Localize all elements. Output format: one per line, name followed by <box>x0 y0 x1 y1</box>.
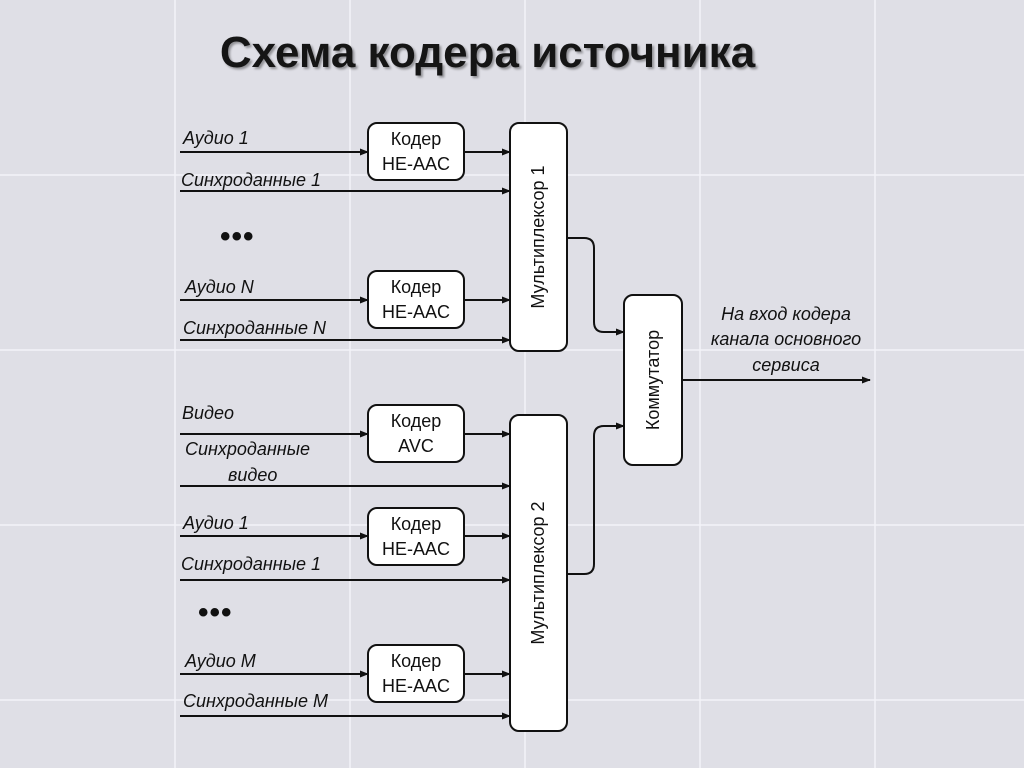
encoder-avc-line1: Кодер <box>391 411 442 431</box>
encoder-aac-n-line2: HE-AAC <box>382 302 450 322</box>
encoder-aac-n-box <box>367 270 465 329</box>
output-line-1: На вход кодера <box>721 304 851 324</box>
encoder-aac-1-bottom-line2: HE-AAC <box>382 539 450 559</box>
ellipsis-bottom: ••• <box>198 596 233 629</box>
encoder-aac-n-line1: Кодер <box>391 277 442 297</box>
label-sync-m: Синхроданные М <box>183 691 328 711</box>
label-audio-n: Аудио N <box>184 277 255 297</box>
encoder-aac-m-line2: HE-AAC <box>382 676 450 696</box>
encoder-aac-1-top-line1: Кодер <box>391 129 442 149</box>
mux-2-label: Мультиплексор 2 <box>528 501 548 644</box>
page-title: Схема кодера источника <box>219 28 756 77</box>
output-line-3: сервиса <box>752 355 819 375</box>
mux-2-box <box>509 414 568 732</box>
label-video: Видео <box>182 403 234 423</box>
label-audio-1-bottom: Аудио 1 <box>182 513 249 533</box>
mux-1-box <box>509 122 568 352</box>
label-sync-video-2: видео <box>228 465 277 485</box>
encoder-avc-line2: AVC <box>398 436 434 456</box>
encoder-aac-1-bottom-box <box>367 507 465 566</box>
switch-label: Коммутатор <box>643 330 663 430</box>
switch-box <box>623 294 683 466</box>
mux-1-label: Мультиплексор 1 <box>528 165 548 308</box>
encoder-avc-box <box>367 404 465 463</box>
label-sync-1-bottom: Синхроданные 1 <box>181 554 321 574</box>
encoder-aac-1-bottom-line1: Кодер <box>391 514 442 534</box>
label-sync-video-1: Синхроданные <box>185 439 310 459</box>
ellipsis-top: ••• <box>220 220 255 253</box>
label-audio-1-top: Аудио 1 <box>182 128 249 148</box>
encoder-aac-m-line1: Кодер <box>391 651 442 671</box>
output-line-2: канала основного <box>711 329 861 349</box>
label-sync-1-top: Синхроданные 1 <box>181 170 321 190</box>
encoder-aac-1-top-box <box>367 122 465 181</box>
arrow-mux1-switch <box>567 237 625 336</box>
encoder-aac-1-top-line2: HE-AAC <box>382 154 450 174</box>
arrow-mux2-switch <box>567 422 625 575</box>
label-audio-m: Аудио М <box>184 651 256 671</box>
encoder-aac-m-box <box>367 644 465 703</box>
label-sync-n: Синхроданные N <box>183 318 327 338</box>
